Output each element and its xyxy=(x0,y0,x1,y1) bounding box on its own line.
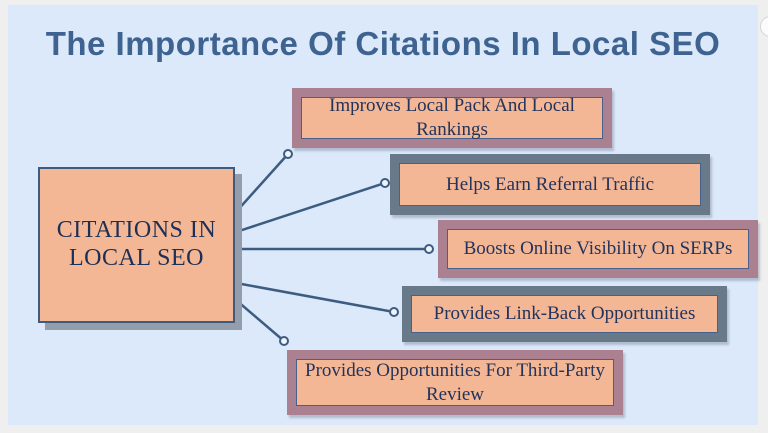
benefit-node-inner: Provides Opportunities For Third-Party R… xyxy=(296,359,614,406)
connector-line-2 xyxy=(235,181,386,234)
benefit-node-label: Helps Earn Referral Traffic xyxy=(445,173,655,195)
connector-line-1 xyxy=(235,153,289,213)
benefit-node-inner: Boosts Online Visibility On SERPs xyxy=(447,229,749,269)
benefit-node-inner: Helps Earn Referral Traffic xyxy=(399,163,701,206)
connector-endpoint-dot xyxy=(283,149,293,159)
benefit-node-link-back: Provides Link-Back Opportunities xyxy=(402,286,727,342)
benefit-node-label: Improves Local Pack And Local Rankings xyxy=(329,95,575,140)
connector-endpoint-dot xyxy=(279,336,289,346)
connector-endpoint-dot xyxy=(380,178,390,188)
infographic-canvas: The Importance Of Citations In Local SEO… xyxy=(8,5,758,425)
benefit-node-label: Boosts Online Visibility On SERPs xyxy=(463,238,733,260)
connector-endpoint-dot xyxy=(424,244,434,254)
benefit-node-third-party-review: Provides Opportunities For Third-Party R… xyxy=(287,350,623,415)
benefit-node-referral-traffic: Helps Earn Referral Traffic xyxy=(390,154,710,215)
benefit-node-label: Provides Opportunities For Third-Party R… xyxy=(305,359,605,405)
connector-endpoint-dot xyxy=(389,307,399,317)
benefit-node-inner: Provides Link-Back Opportunities xyxy=(411,295,718,333)
benefit-node-label: Provides Link-Back Opportunities xyxy=(433,303,696,325)
corner-button-partial[interactable] xyxy=(760,16,768,37)
connector-line-5 xyxy=(235,299,285,342)
central-node-label: CITATIONS IN LOCAL SEO xyxy=(56,217,217,271)
central-node: CITATIONS IN LOCAL SEO xyxy=(38,167,235,323)
connector-line-4 xyxy=(235,281,395,314)
benefit-node-local-pack-rankings: Improves Local Pack And Local Rankings xyxy=(292,88,612,148)
page-title: The Importance Of Citations In Local SEO xyxy=(45,25,721,62)
benefit-node-online-visibility: Boosts Online Visibility On SERPs xyxy=(438,220,758,278)
benefit-node-inner: Improves Local Pack And Local Rankings xyxy=(301,95,603,140)
